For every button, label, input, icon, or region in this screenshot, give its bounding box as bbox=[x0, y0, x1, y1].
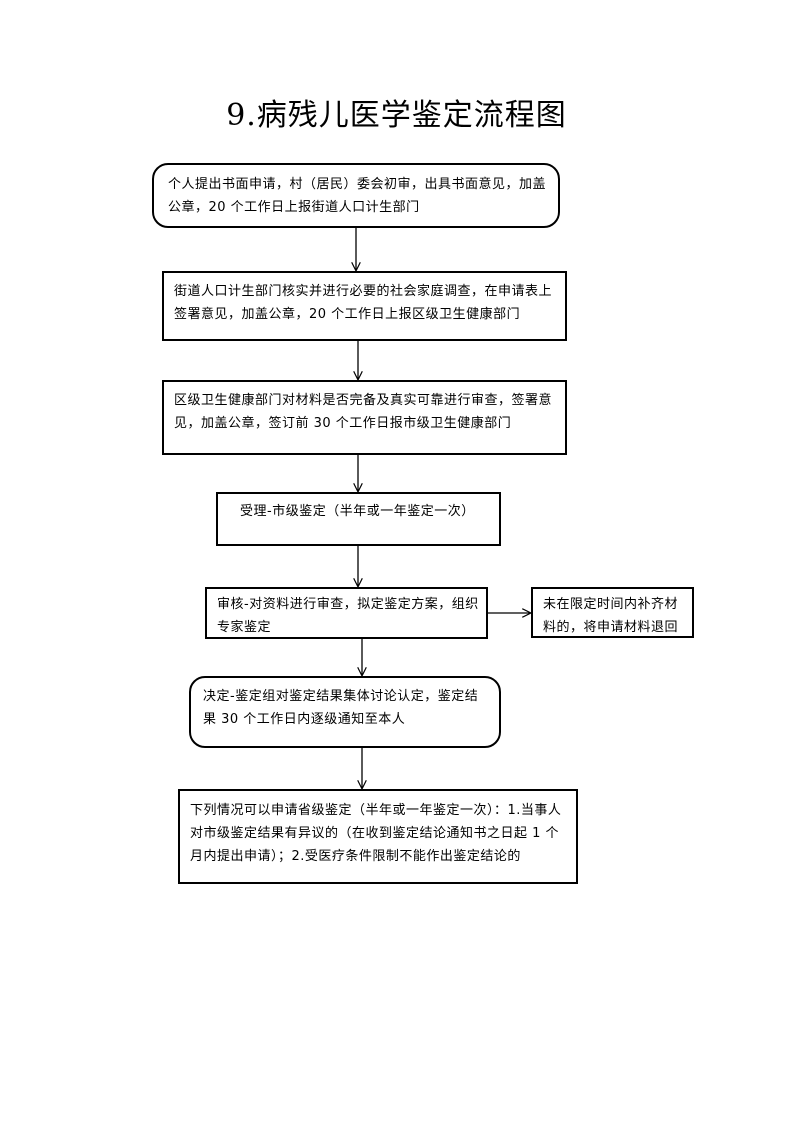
step-audit: 审核-对资料进行审查，拟定鉴定方案，组织专家鉴定 bbox=[205, 587, 488, 639]
step-district-review: 区级卫生健康部门对材料是否完备及真实可靠进行审查，签署意见，加盖公章，签订前 3… bbox=[162, 380, 567, 455]
step-provincial-appeal: 下列情况可以申请省级鉴定（半年或一年鉴定一次）：1.当事人对市级鉴定结果有异议的… bbox=[178, 789, 578, 884]
step-return-materials-note: 未在限定时间内补齐材料的，将申请材料退回 bbox=[531, 587, 694, 638]
step-personal-application: 个人提出书面申请，村（居民）委会初审，出具书面意见，加盖公章，20 个工作日上报… bbox=[152, 163, 560, 228]
step-decision: 决定-鉴定组对鉴定结果集体讨论认定，鉴定结果 30 个工作日内逐级通知至本人 bbox=[189, 676, 501, 748]
step-city-acceptance: 受理-市级鉴定（半年或一年鉴定一次） bbox=[216, 492, 501, 546]
page-title: 9.病残儿医学鉴定流程图 bbox=[226, 98, 567, 133]
step-street-verification: 街道人口计生部门核实并进行必要的社会家庭调查，在申请表上签署意见，加盖公章，20… bbox=[162, 271, 567, 341]
